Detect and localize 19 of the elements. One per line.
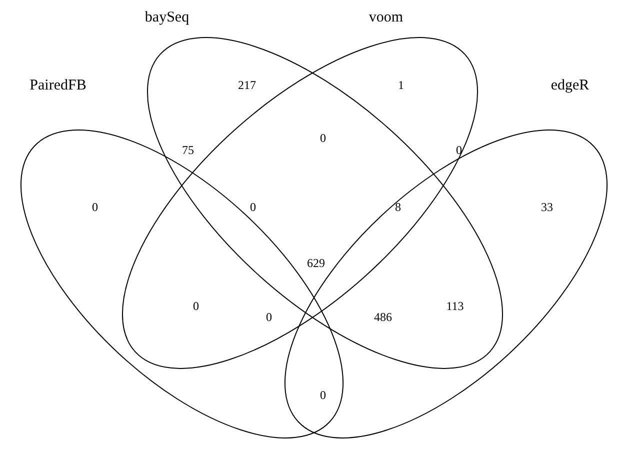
region-count: 486 [374, 311, 392, 323]
region-count: 0 [266, 311, 272, 323]
region-count: 113 [446, 300, 464, 312]
region-count: 75 [182, 144, 194, 156]
region-count: 0 [193, 300, 199, 312]
set-label: PairedFB [30, 78, 86, 94]
region-count: 33 [541, 201, 553, 213]
set-label: edgeR [550, 78, 590, 94]
region-count: 1 [398, 79, 404, 91]
region-count: 0 [92, 201, 98, 213]
region-count: 0 [456, 144, 462, 156]
set-label: voom [368, 10, 404, 26]
region-count: 629 [307, 257, 325, 269]
region-count: 0 [320, 132, 326, 144]
region-count: 8 [395, 201, 401, 213]
region-count: 0 [250, 201, 256, 213]
region-count: 0 [320, 389, 326, 401]
set-label: baySeq [144, 10, 190, 26]
region-count: 217 [238, 79, 256, 91]
